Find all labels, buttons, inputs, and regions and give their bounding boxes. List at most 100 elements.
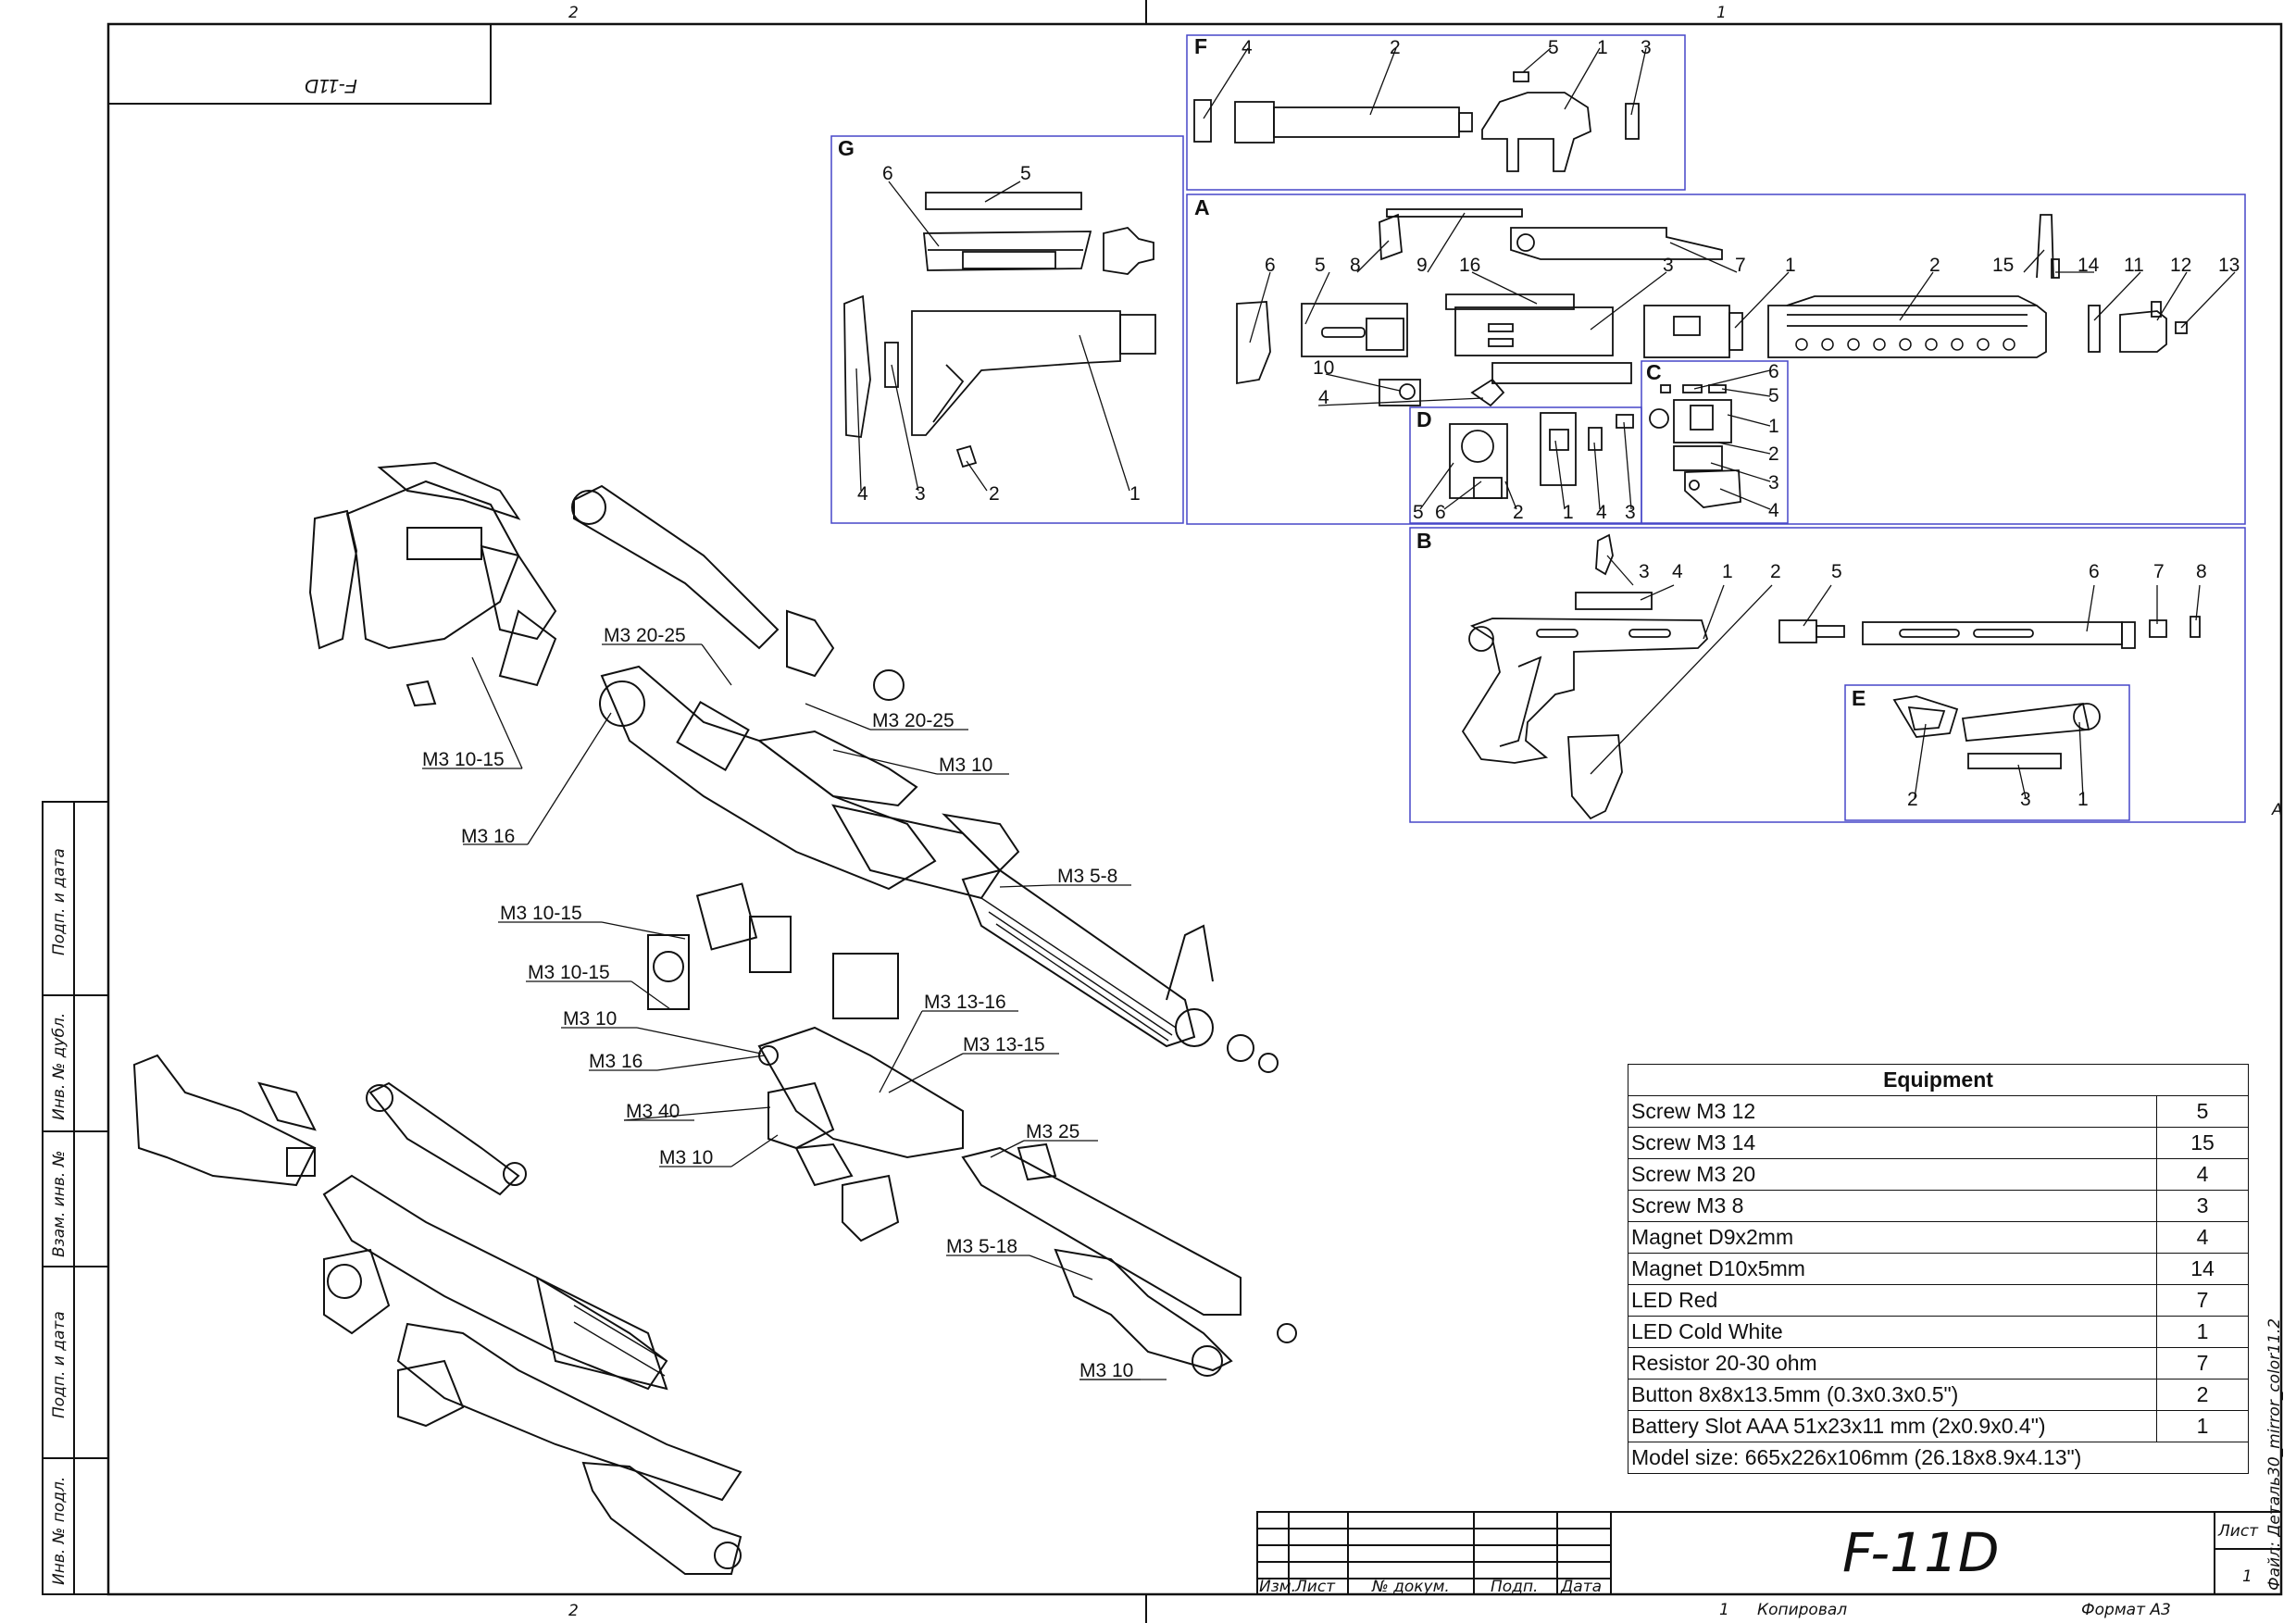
file-label: Файл: Деталь30_mirror_color11.2 <box>2265 1318 2284 1591</box>
equipment-item-name: Battery Slot AAA 51x23x11 mm (2x0.9x0.4"… <box>1628 1410 2157 1442</box>
equipment-item-name: LED Cold White <box>1628 1316 2157 1348</box>
zone-bottom-right: 1 <box>1719 1601 1729 1619</box>
stamp-header-izm: Изм. <box>1259 1578 1296 1596</box>
screw-callout-9: M3 13-16 <box>924 992 1006 1013</box>
group-f-part-1: 1 <box>1597 37 1608 58</box>
group-c-parts <box>1649 384 1741 508</box>
equipment-item-qty: 7 <box>2156 1284 2249 1317</box>
screw-callout-1: M3 20-25 <box>604 625 686 646</box>
group-d-part-1: 1 <box>1563 502 1574 523</box>
group-a-part-1: 1 <box>1785 255 1796 276</box>
group-b-callouts <box>1590 555 2201 775</box>
group-e-part-1: 1 <box>2078 789 2089 810</box>
group-a-part-13: 13 <box>2218 255 2240 276</box>
zone-top-left: 2 <box>568 4 579 22</box>
equipment-item-qty: 4 <box>2156 1158 2249 1191</box>
stamp-header-list: Лист <box>1294 1578 1336 1596</box>
screw-callout-12: M3 16 <box>589 1051 643 1072</box>
group-b-part-1: 1 <box>1722 561 1733 582</box>
equipment-item-qty: 3 <box>2156 1190 2249 1222</box>
group-f-part-2: 2 <box>1390 37 1401 58</box>
mirrored-title-box <box>107 23 492 105</box>
group-g-part-2: 2 <box>989 483 1000 505</box>
group-b-part-7: 7 <box>2153 561 2165 582</box>
group-b-part-4: 4 <box>1672 561 1683 582</box>
group-c-part-3: 3 <box>1768 472 1779 493</box>
group-c-part-4: 4 <box>1768 500 1779 521</box>
equipment-item-name: Button 8x8x13.5mm (0.3x0.3x0.5") <box>1628 1379 2157 1411</box>
group-a-frame <box>1186 194 2246 525</box>
group-a-part-11: 11 <box>2124 255 2144 276</box>
group-c-part-1: 1 <box>1768 416 1779 437</box>
group-b-parts <box>1461 533 2201 820</box>
group-b-part-2: 2 <box>1770 561 1781 582</box>
group-d-part-6: 6 <box>1435 502 1446 523</box>
group-a-parts <box>1236 208 2188 407</box>
group-d-part-3: 3 <box>1625 502 1636 523</box>
title-block <box>1256 1511 2282 1595</box>
mirrored-title: F-11D <box>305 75 357 96</box>
screw-callout-13: M3 40 <box>626 1101 680 1122</box>
side-stamp-5: Инв. № подл. <box>50 1477 69 1585</box>
screw-callout-10: M3 10 <box>563 1008 617 1030</box>
screw-callout-16: M3 5-18 <box>946 1236 1017 1257</box>
group-b-part-3: 3 <box>1639 561 1650 582</box>
group-c-part-6: 6 <box>1768 361 1779 382</box>
group-a-part-12: 12 <box>2170 255 2191 276</box>
screw-callout-15: M3 10 <box>659 1147 713 1168</box>
sheet-number: 1 <box>2242 1567 2252 1586</box>
equipment-item-name: Screw M3 20 <box>1628 1158 2157 1191</box>
group-d-parts <box>1449 412 1634 499</box>
screw-callout-2: M3 20-25 <box>872 710 955 731</box>
table-row: Button 8x8x13.5mm (0.3x0.3x0.5")2 <box>1628 1379 2249 1411</box>
group-c-part-5: 5 <box>1768 385 1779 406</box>
equipment-item-name: Magnet D10x5mm <box>1628 1253 2157 1285</box>
group-c-part-2: 2 <box>1768 443 1779 465</box>
group-c-callouts <box>1693 369 1771 510</box>
group-e-callouts <box>1914 721 2084 799</box>
group-d-part-5: 5 <box>1413 502 1424 523</box>
group-a-part-10: 10 <box>1313 357 1334 379</box>
equipment-item-qty: 4 <box>2156 1221 2249 1254</box>
group-g-callouts <box>855 181 1130 492</box>
screw-callout-14: M3 25 <box>1026 1121 1079 1142</box>
side-stamp-2: Инв. № дубл. <box>50 1013 69 1120</box>
group-a-part-4: 4 <box>1318 387 1329 408</box>
group-e-frame <box>1844 684 2130 821</box>
equipment-item-name: Magnet D9x2mm <box>1628 1221 2157 1254</box>
stamp-header-sign: Подп. <box>1491 1578 1538 1596</box>
equipment-item-name: Resistor 20-30 ohm <box>1628 1347 2157 1380</box>
equipment-item-qty: 14 <box>2156 1253 2249 1285</box>
screw-callout-7: M3 10-15 <box>500 903 582 924</box>
group-g-part-1: 1 <box>1129 483 1141 505</box>
group-a-part-15: 15 <box>1992 255 2014 276</box>
group-d-callouts <box>1419 421 1632 510</box>
group-b-label: B <box>1416 529 1432 553</box>
zone-bottom-left: 2 <box>568 1602 579 1620</box>
table-row: Battery Slot AAA 51x23x11 mm (2x0.9x0.4"… <box>1628 1410 2249 1442</box>
group-a-part-7: 7 <box>1735 255 1746 276</box>
equipment-item-name: Screw M3 14 <box>1628 1127 2157 1159</box>
equipment-item-qty: 1 <box>2156 1316 2249 1348</box>
group-g-part-4: 4 <box>857 483 868 505</box>
format-label: Формат А3 <box>2081 1601 2171 1619</box>
group-a-part-3: 3 <box>1663 255 1674 276</box>
group-f-part-3: 3 <box>1641 37 1652 58</box>
equipment-item-name: LED Red <box>1628 1284 2157 1317</box>
equipment-item-name: Screw M3 12 <box>1628 1095 2157 1128</box>
group-a-callouts <box>1249 212 2236 406</box>
equipment-item-qty: 15 <box>2156 1127 2249 1159</box>
group-a-part-16: 16 <box>1459 255 1480 276</box>
zone-right: A <box>2271 801 2283 819</box>
group-g-part-6: 6 <box>882 163 893 184</box>
group-b-part-8: 8 <box>2196 561 2207 582</box>
group-f-part-4: 4 <box>1242 37 1253 58</box>
group-f-label: F <box>1194 34 1207 58</box>
equipment-footer-row: Model size: 665x226x106mm (26.18x8.9x4.1… <box>1628 1442 2249 1474</box>
screw-callout-17: M3 10 <box>1079 1360 1133 1381</box>
